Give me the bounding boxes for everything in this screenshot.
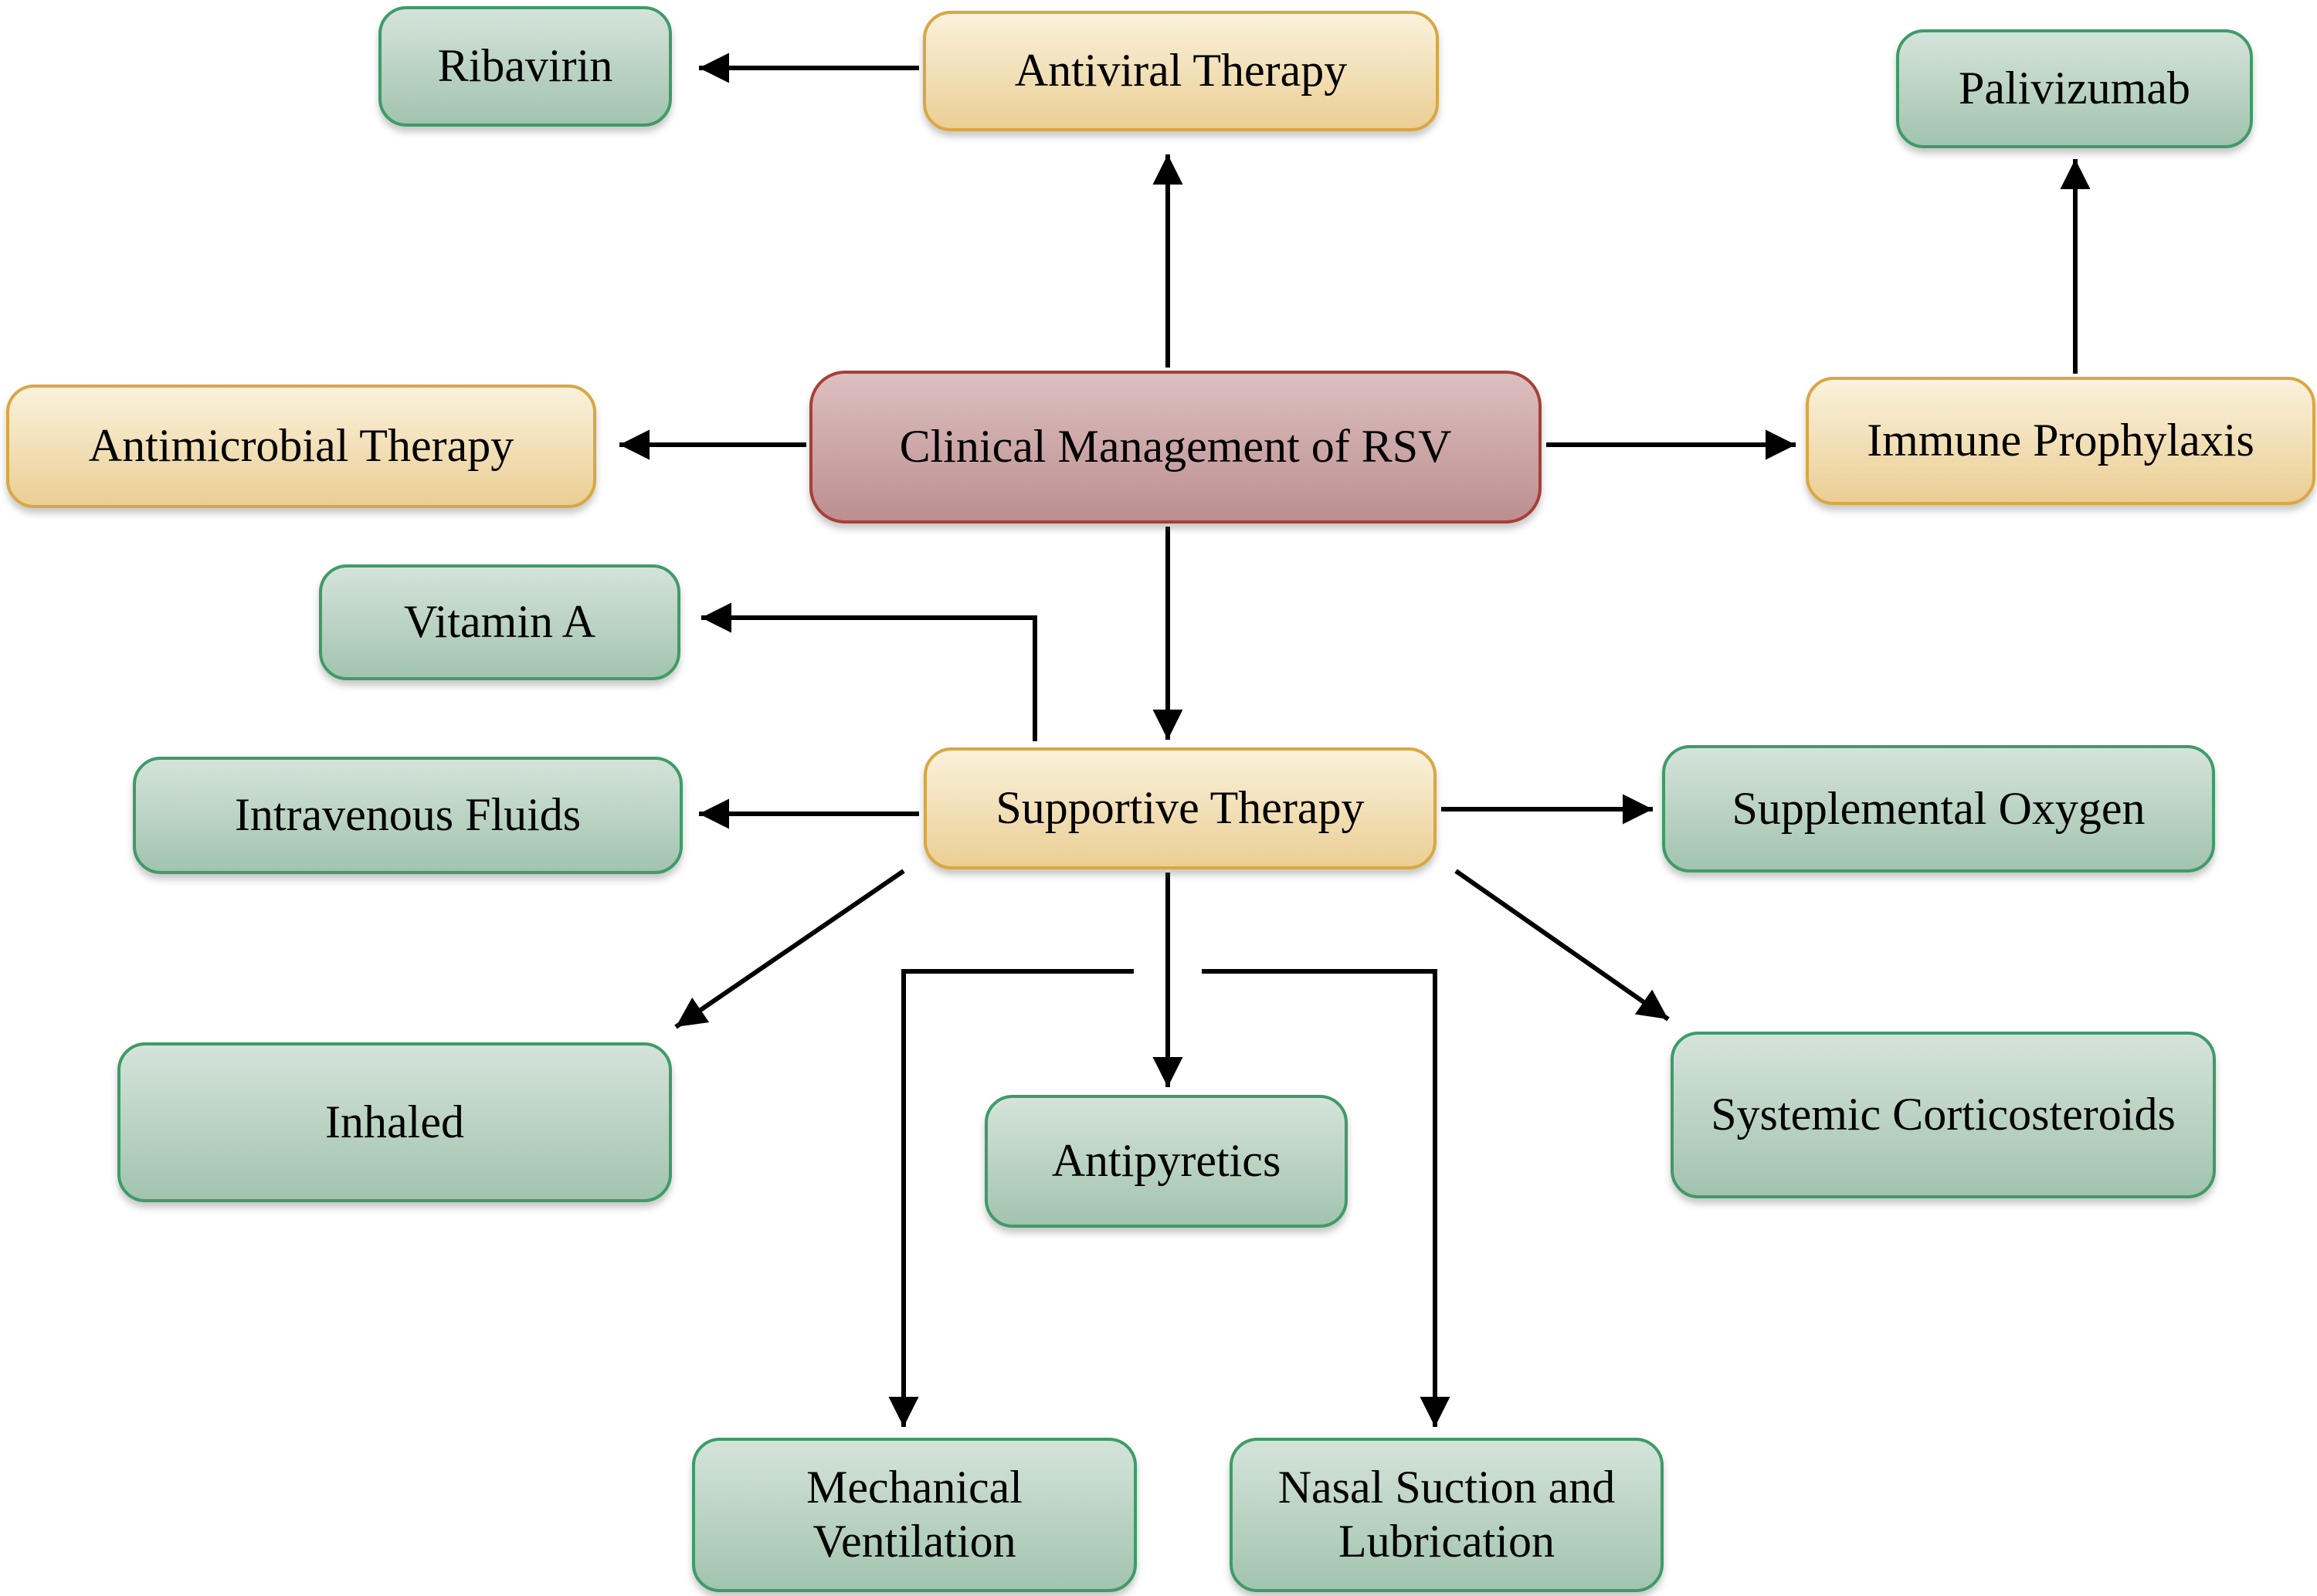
node-antiviral-therapy-label: Antiviral Therapy — [1014, 45, 1348, 97]
node-palivizumab: Palivizumab — [1896, 29, 2253, 148]
node-supplemental-oxygen: Supplemental Oxygen — [1662, 745, 2215, 873]
node-supportive-therapy: Supportive Therapy — [924, 747, 1437, 869]
node-mechanical-ventilation: Mechanical Ventilation — [692, 1438, 1137, 1592]
arrow-supportive-to-systemic — [1454, 869, 1670, 1022]
arrow-supportive-to-vitamin-a — [701, 602, 1037, 741]
node-antimicrobial-therapy-label: Antimicrobial Therapy — [88, 420, 514, 472]
node-intravenous-fluids-label: Intravenous Fluids — [234, 789, 582, 841]
node-palivizumab-label: Palivizumab — [1959, 63, 2190, 114]
node-clinical-management-of-rsv: Clinical Management of RSV — [809, 371, 1542, 524]
node-inhaled: Inhaled — [117, 1042, 672, 1202]
node-supplemental-oxygen-label: Supplemental Oxygen — [1732, 782, 2146, 834]
node-antiviral-therapy: Antiviral Therapy — [923, 11, 1439, 131]
node-immune-prophylaxis-label: Immune Prophylaxis — [1867, 415, 2254, 466]
node-intravenous-fluids: Intravenous Fluids — [133, 757, 683, 874]
node-immune-prophylaxis: Immune Prophylaxis — [1806, 377, 2315, 505]
node-ribavirin-label: Ribavirin — [437, 40, 613, 92]
node-antimicrobial-therapy: Antimicrobial Therapy — [6, 385, 596, 508]
node-vitamin-a-label: Vitamin A — [403, 596, 596, 648]
node-supportive-therapy-label: Supportive Therapy — [996, 782, 1365, 834]
node-ribavirin: Ribavirin — [378, 6, 672, 127]
node-mechanical-ventilation-label: Mechanical Ventilation — [806, 1462, 1023, 1567]
node-inhaled-label: Inhaled — [325, 1096, 464, 1147]
node-nasal-suction-and-lubrication-label: Nasal Suction and Lubrication — [1277, 1462, 1616, 1567]
node-vitamin-a: Vitamin A — [319, 564, 680, 680]
node-antipyretics: Antipyretics — [985, 1095, 1348, 1228]
node-antipyretics-label: Antipyretics — [1051, 1135, 1281, 1187]
arrow-supportive-to-inhaled — [674, 869, 905, 1029]
node-systemic-corticosteroids-label: Systemic Corticosteroids — [1711, 1089, 2176, 1140]
node-nasal-suction-and-lubrication: Nasal Suction and Lubrication — [1230, 1438, 1664, 1592]
node-clinical-management-of-rsv-label: Clinical Management of RSV — [899, 421, 1452, 473]
node-systemic-corticosteroids: Systemic Corticosteroids — [1671, 1032, 2216, 1198]
